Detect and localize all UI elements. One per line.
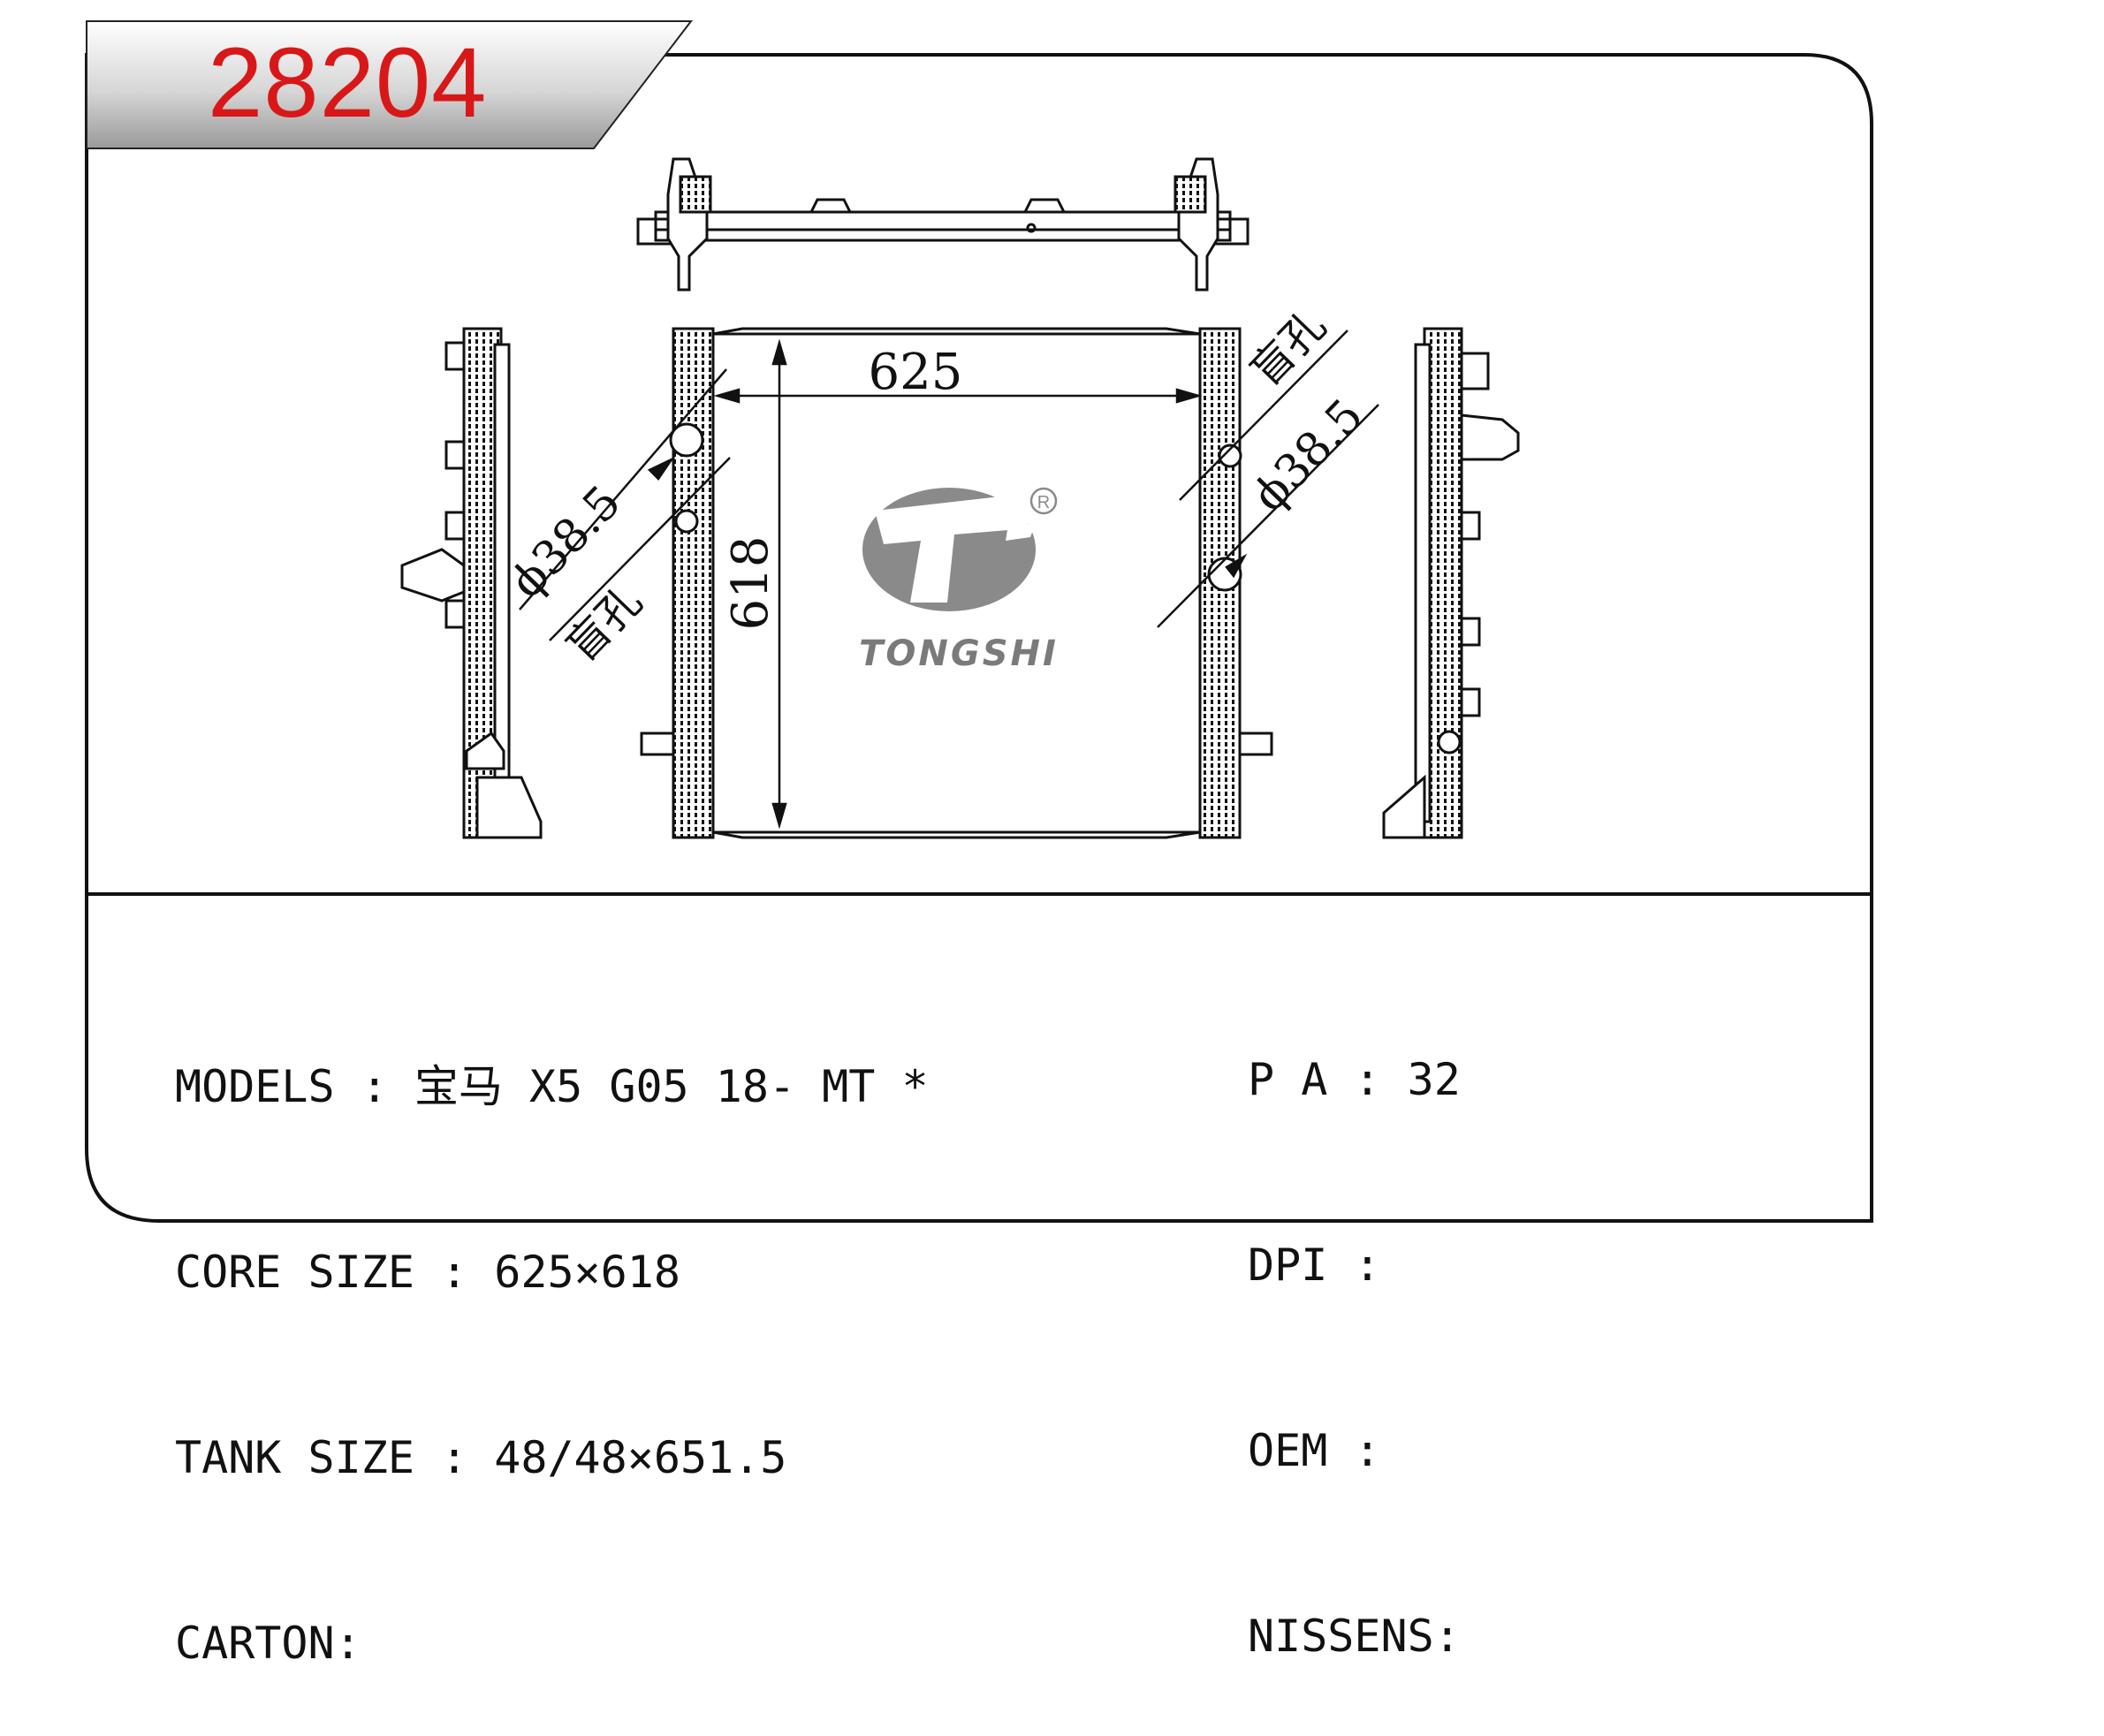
part-number-tab: [86, 20, 694, 149]
height-dimension-label: 618: [722, 536, 779, 631]
spec-row-oem: OEM :: [1248, 1425, 1381, 1476]
tongshi-logo: R: [862, 487, 1058, 611]
dimension-lines: [519, 330, 1379, 830]
right-side-view: [1382, 327, 1520, 839]
left-blind-hole-label: 盲孔: [557, 576, 651, 671]
top-view: [636, 157, 1249, 292]
left-side-view: [400, 327, 543, 839]
spec-row-models: MODELS : 宝马 X5 G05 18- MT *: [175, 1061, 929, 1112]
specs-left: MODELS : 宝马 X5 G05 18- MT * CORE SIZE : …: [175, 932, 929, 1736]
brand-wordmark: TONGSHI: [859, 633, 1059, 674]
right-blind-hole-label: 盲孔: [1241, 300, 1335, 396]
registered-mark-icon: [1029, 487, 1058, 515]
right-port-diameter-label: ϕ38.5: [1242, 390, 1373, 522]
technical-drawing-sheet: 625 618 ϕ38.5 盲孔 ϕ38.5 盲孔 R: [85, 20, 1873, 1223]
part-number: 28204: [208, 27, 488, 138]
spec-row-core-size: CORE SIZE : 625×618: [175, 1247, 680, 1298]
outer-frame: [85, 53, 1873, 1223]
spec-row-tank-size: TANK SIZE : 48/48×651.5: [175, 1432, 787, 1483]
spec-row-carton: CARTON:: [175, 1618, 361, 1669]
width-dimension-label: 625: [869, 344, 963, 401]
specs-right: P A : 32 DPI : OEM : NISSENS:: [1248, 925, 1461, 1729]
svg-text:R: R: [1037, 493, 1050, 512]
spec-row-dpi: DPI :: [1248, 1239, 1381, 1291]
spec-row-nissens: NISSENS:: [1248, 1611, 1461, 1662]
spec-row-pa: P A : 32: [1248, 1054, 1461, 1105]
